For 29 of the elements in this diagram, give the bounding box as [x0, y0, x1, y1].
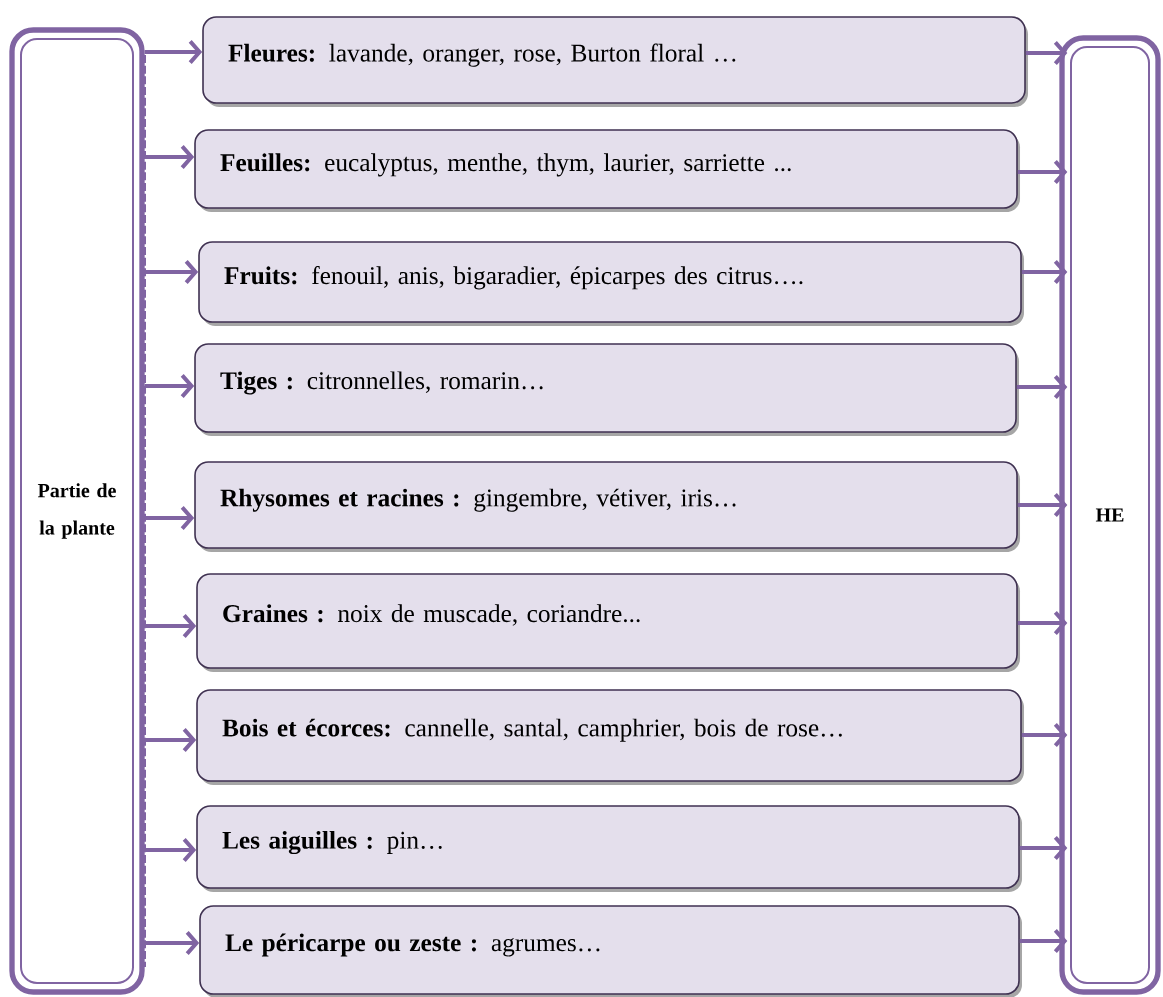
arrow [1019, 929, 1068, 953]
category-box: Rhysomes et racines : gingembre, vétiver, iris… [194, 461, 1020, 552]
arrow [1025, 41, 1068, 65]
arrow [144, 506, 195, 530]
arrow [144, 931, 200, 955]
arrow [1016, 375, 1068, 399]
category-box: Bois et écorces: cannelle, santal, camphrier, bois de rose… [196, 689, 1024, 785]
side-box: Partie de la plante [9, 27, 146, 995]
category-box: Fleures: lavande, oranger, rose, Burton floral … [202, 16, 1028, 107]
arrow [1021, 260, 1068, 284]
category-box: Les aiguilles : pin… [196, 805, 1022, 892]
arrow [144, 838, 197, 862]
arrow [144, 614, 197, 638]
category-box: Graines : noix de muscade, coriandre... [196, 573, 1020, 672]
arrow [144, 40, 203, 64]
arrow [144, 374, 195, 398]
arrow [144, 260, 199, 284]
arrow [144, 728, 197, 752]
arrow [1017, 160, 1068, 184]
category-box: Le péricarpe ou zeste : agrumes… [199, 905, 1022, 997]
category-box: Fruits: fenouil, anis, bigaradier, épicarpes des citrus…. [198, 241, 1024, 326]
arrow [144, 145, 195, 169]
arrow [1019, 836, 1068, 860]
arrow [1021, 723, 1068, 747]
category-box: Feuilles: eucalyptus, menthe, thym, laurier, sarriette ... [194, 129, 1020, 212]
side-box: HE [1059, 35, 1161, 995]
arrow [1017, 611, 1068, 635]
category-box: Tiges : citronnelles, romarin… [194, 343, 1019, 436]
arrow [1017, 493, 1068, 517]
